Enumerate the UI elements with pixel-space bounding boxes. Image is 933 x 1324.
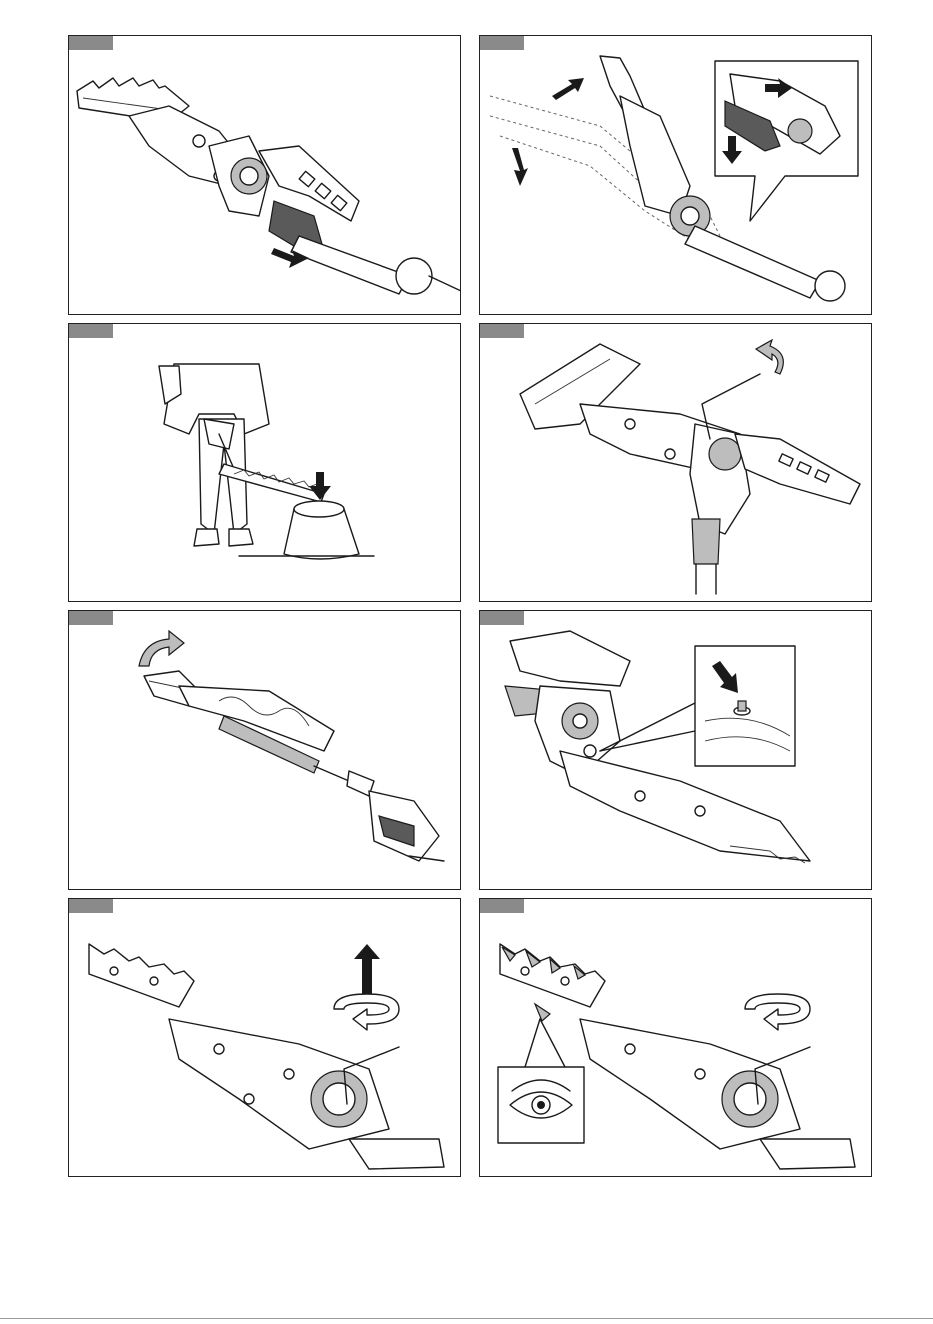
figure-1-panel [68,35,461,315]
figure-3-panel [68,323,461,602]
rotate-arrow-icon [139,631,184,666]
detail-callout-icon [715,61,858,221]
page-bottom-rule [0,1318,933,1319]
grease-nipple-illustration [480,611,872,890]
tool-folded-illustration [69,611,461,890]
shaft-disconnect-illustration [69,36,461,315]
eye-icon [498,1067,584,1143]
blade-inspect-illustration [480,899,872,1177]
rotate-arrow-icon [334,994,399,1030]
rotate-arrow-icon [552,78,584,100]
detail-callout-icon [695,646,795,766]
operator-stance-illustration [69,324,461,602]
figure-8-panel [479,898,872,1177]
rotate-arrow-icon [756,340,783,374]
figure-6-panel [479,610,872,890]
rotate-arrow-icon [745,994,810,1030]
arrow-icon [354,944,380,999]
angle-adjust-illustration [480,36,872,315]
figure-4-panel [479,323,872,602]
figure-5-panel [68,610,461,890]
figure-7-panel [68,898,461,1177]
hex-wrench-loosen-illustration [480,324,872,602]
rotate-arrow-icon [512,148,528,186]
figure-2-panel [479,35,872,315]
blade-bolt-remove-illustration [69,899,461,1177]
